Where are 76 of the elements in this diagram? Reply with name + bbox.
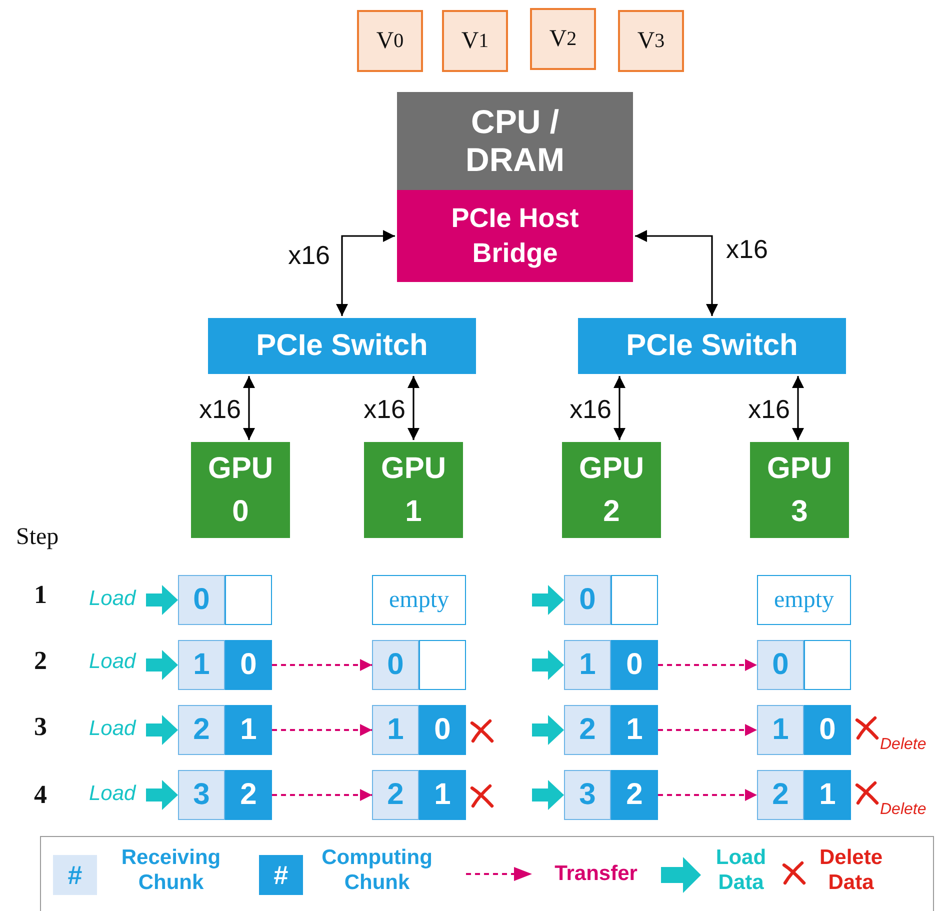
block-arrow (146, 650, 178, 680)
gpu-box: GPU 0 (191, 442, 290, 538)
block-arrow (532, 780, 564, 810)
legend-label: Load Data (714, 845, 768, 896)
block-arrow (532, 715, 564, 745)
receiving-chunk-cell: 3 (178, 770, 225, 820)
gpu-box: GPU 1 (364, 442, 463, 538)
dashed-arrow (658, 659, 757, 671)
pcie-switch-box: PCIe Switch (208, 318, 476, 374)
gpu-box: GPU 2 (562, 442, 661, 538)
step-number: 2 (34, 646, 47, 676)
legend-swatch: # (259, 855, 303, 895)
receiving-chunk-cell: 2 (372, 770, 419, 820)
host-bridge-box: PCIe Host Bridge (397, 190, 633, 282)
receiving-chunk-cell: 2 (757, 770, 804, 820)
load-label: Load (89, 650, 136, 674)
computing-chunk-cell: 1 (225, 705, 272, 755)
delete-label: Delete (880, 736, 926, 754)
receiving-chunk-cell: 2 (564, 705, 611, 755)
empty-buffer-box: empty (372, 575, 466, 625)
legend-label: Receiving Chunk (120, 845, 222, 896)
receiving-chunk-cell: 1 (757, 705, 804, 755)
load-label: Load (89, 587, 136, 611)
computing-chunk-cell: 0 (611, 640, 658, 690)
double-arrow (408, 376, 420, 440)
load-label: Load (89, 782, 136, 806)
receiving-chunk-cell: 0 (757, 640, 804, 690)
double-arrow (336, 230, 395, 316)
block-arrow (532, 650, 564, 680)
empty-chunk-cell (804, 640, 851, 690)
legend-swatch: # (53, 855, 97, 895)
step-number: 1 (34, 580, 47, 610)
dashed-arrow (658, 789, 757, 801)
computing-chunk-cell: 2 (225, 770, 272, 820)
block-arrow (146, 780, 178, 810)
receiving-chunk-cell: 1 (372, 705, 419, 755)
double-arrow (635, 230, 718, 316)
receiving-chunk-cell: 0 (372, 640, 419, 690)
computing-chunk-cell: 1 (804, 770, 851, 820)
receiving-chunk-cell: 3 (564, 770, 611, 820)
legend-label: Delete Data (818, 845, 884, 896)
step-number: 4 (34, 780, 47, 810)
empty-buffer-box: empty (757, 575, 851, 625)
computing-chunk-cell: 2 (611, 770, 658, 820)
empty-chunk-cell (225, 575, 272, 625)
empty-chunk-cell (611, 575, 658, 625)
receiving-chunk-cell: 2 (178, 705, 225, 755)
computing-chunk-cell: 0 (804, 705, 851, 755)
dashed-arrow (272, 724, 372, 736)
block-arrow (532, 585, 564, 615)
receiving-chunk-cell: 1 (564, 640, 611, 690)
computing-chunk-cell: 1 (611, 705, 658, 755)
dashed-arrow (658, 724, 757, 736)
empty-chunk-cell (419, 640, 466, 690)
legend-label: Computing Chunk (320, 845, 434, 896)
computing-chunk-cell: 0 (419, 705, 466, 755)
load-label: Load (89, 717, 136, 741)
cpu-dram-box: CPU / DRAM (397, 92, 633, 190)
block-arrow (146, 585, 178, 615)
pcie-switch-box: PCIe Switch (578, 318, 846, 374)
dashed-arrow (272, 659, 372, 671)
computing-chunk-cell: 1 (419, 770, 466, 820)
step-label: Step (16, 524, 59, 551)
receiving-chunk-cell: 0 (564, 575, 611, 625)
delete-label: Delete (880, 801, 926, 819)
step-number: 3 (34, 712, 47, 742)
dashed-arrow (272, 789, 372, 801)
double-arrow (614, 376, 626, 440)
block-arrow (146, 715, 178, 745)
receiving-chunk-cell: 1 (178, 640, 225, 690)
receiving-chunk-cell: 0 (178, 575, 225, 625)
double-arrow (792, 376, 804, 440)
double-arrow (243, 376, 255, 440)
legend-label: Transfer (554, 861, 638, 886)
gpu-box: GPU 3 (750, 442, 849, 538)
computing-chunk-cell: 0 (225, 640, 272, 690)
